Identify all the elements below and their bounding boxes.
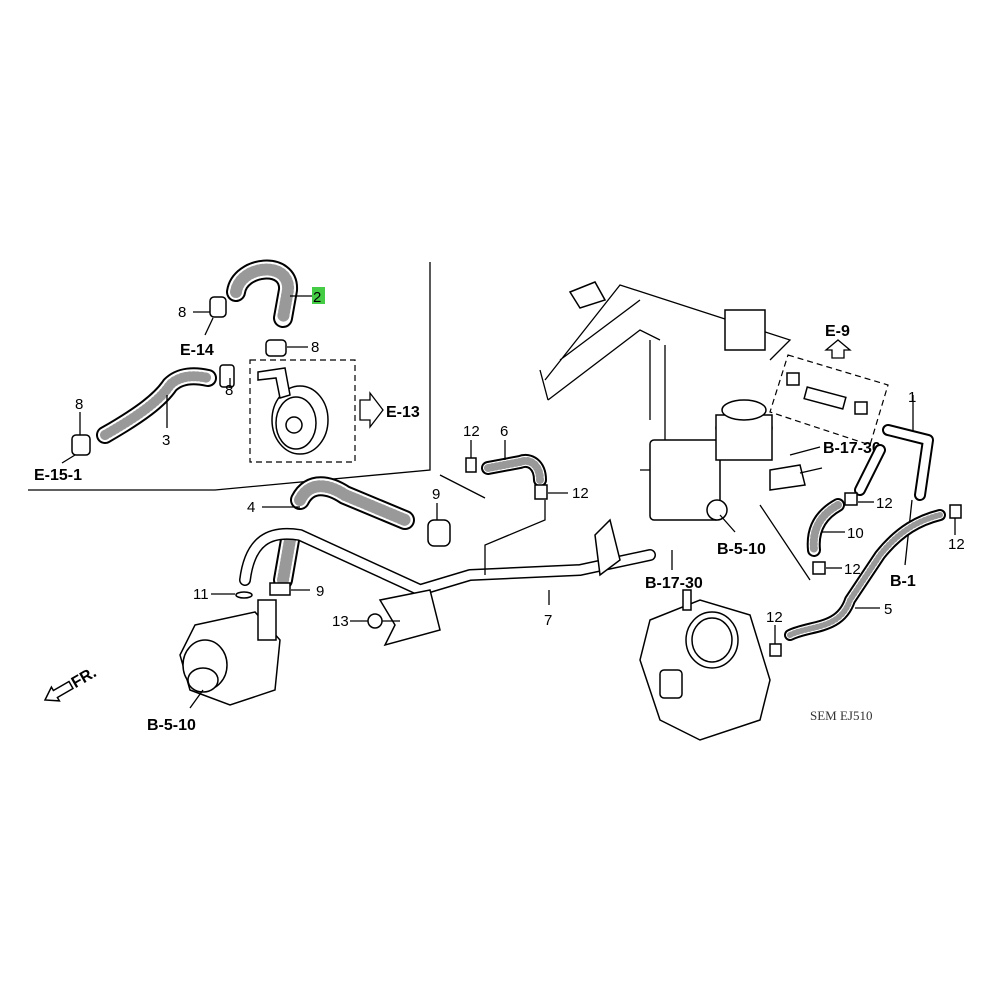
ref-b-1[interactable]: B-1 [890, 573, 916, 590]
clip-12[interactable] [949, 504, 962, 519]
e9-group [769, 354, 889, 446]
part-label-13[interactable]: 13 [332, 613, 349, 630]
pipe-7[interactable] [239, 527, 656, 596]
clip-12[interactable] [465, 457, 477, 473]
part-label-8[interactable]: 8 [178, 304, 186, 321]
bolt-13[interactable] [367, 613, 383, 629]
part-label-8[interactable]: 8 [75, 396, 83, 413]
part-label-6[interactable]: 6 [500, 423, 508, 440]
part-label-10[interactable]: 10 [847, 525, 864, 542]
part-label-9[interactable]: 9 [432, 486, 440, 503]
front-arrow-icon: FR. [43, 664, 100, 702]
part-label-8[interactable]: 8 [225, 382, 233, 399]
part-label-5[interactable]: 5 [884, 601, 892, 618]
arrow-up-icon [824, 339, 852, 359]
pipe-1[interactable] [854, 424, 934, 501]
hose-4[interactable] [273, 476, 415, 590]
part-label-11[interactable]: 11 [193, 586, 209, 603]
ref-b-17-30[interactable]: B-17-30 [645, 575, 703, 592]
clip-12[interactable] [844, 492, 858, 506]
ref-b-5-10[interactable]: B-5-10 [717, 541, 766, 558]
diagram-code: SEM EJ510 [810, 708, 872, 723]
ref-b-5-10[interactable]: B-5-10 [147, 717, 196, 734]
part-label-12[interactable]: 12 [876, 495, 893, 512]
hose-5[interactable] [784, 509, 946, 641]
part-label-9[interactable]: 9 [316, 583, 324, 600]
clip-12[interactable] [534, 484, 548, 500]
egr-valve[interactable] [649, 399, 806, 521]
clip-8[interactable] [209, 296, 227, 318]
ref-e-15-1[interactable]: E-15-1 [34, 467, 82, 484]
hose-2[interactable] [226, 259, 298, 328]
hose-3[interactable] [96, 367, 217, 444]
ref-e-13[interactable]: E-13 [386, 404, 420, 421]
throttle-body[interactable] [639, 589, 771, 741]
part-label-8[interactable]: 8 [311, 339, 319, 356]
hose-10[interactable] [806, 498, 845, 557]
clamp-9[interactable] [427, 519, 451, 547]
clamp-9[interactable] [269, 582, 291, 596]
thermostat-housing[interactable] [179, 599, 281, 706]
part-label-12[interactable]: 12 [463, 423, 480, 440]
ref-e-9[interactable]: E-9 [825, 323, 850, 340]
oil-cooler-group [249, 359, 356, 463]
clip-12[interactable] [812, 561, 826, 575]
clip-12[interactable] [769, 643, 782, 657]
part-label-12[interactable]: 12 [766, 609, 783, 626]
part-label-12[interactable]: 12 [948, 536, 965, 553]
part-label-1[interactable]: 1 [908, 389, 916, 406]
clip-8[interactable] [71, 434, 91, 456]
hose-6[interactable] [481, 454, 547, 487]
bracket [594, 518, 621, 577]
o-ring-11[interactable] [235, 591, 253, 599]
highlight-box [312, 287, 325, 304]
part-label-2[interactable]: 2 [313, 289, 321, 306]
intake-manifold [539, 281, 792, 471]
clip-8[interactable] [265, 339, 287, 357]
part-label-7[interactable]: 7 [544, 612, 552, 629]
bracket [378, 589, 441, 647]
part-label-4[interactable]: 4 [247, 499, 255, 516]
part-label-12[interactable]: 12 [572, 485, 589, 502]
arrow-right-icon [359, 391, 384, 429]
ref-e-14[interactable]: E-14 [180, 342, 214, 359]
part-label-12[interactable]: 12 [844, 561, 861, 578]
part-label-3[interactable]: 3 [162, 432, 170, 449]
